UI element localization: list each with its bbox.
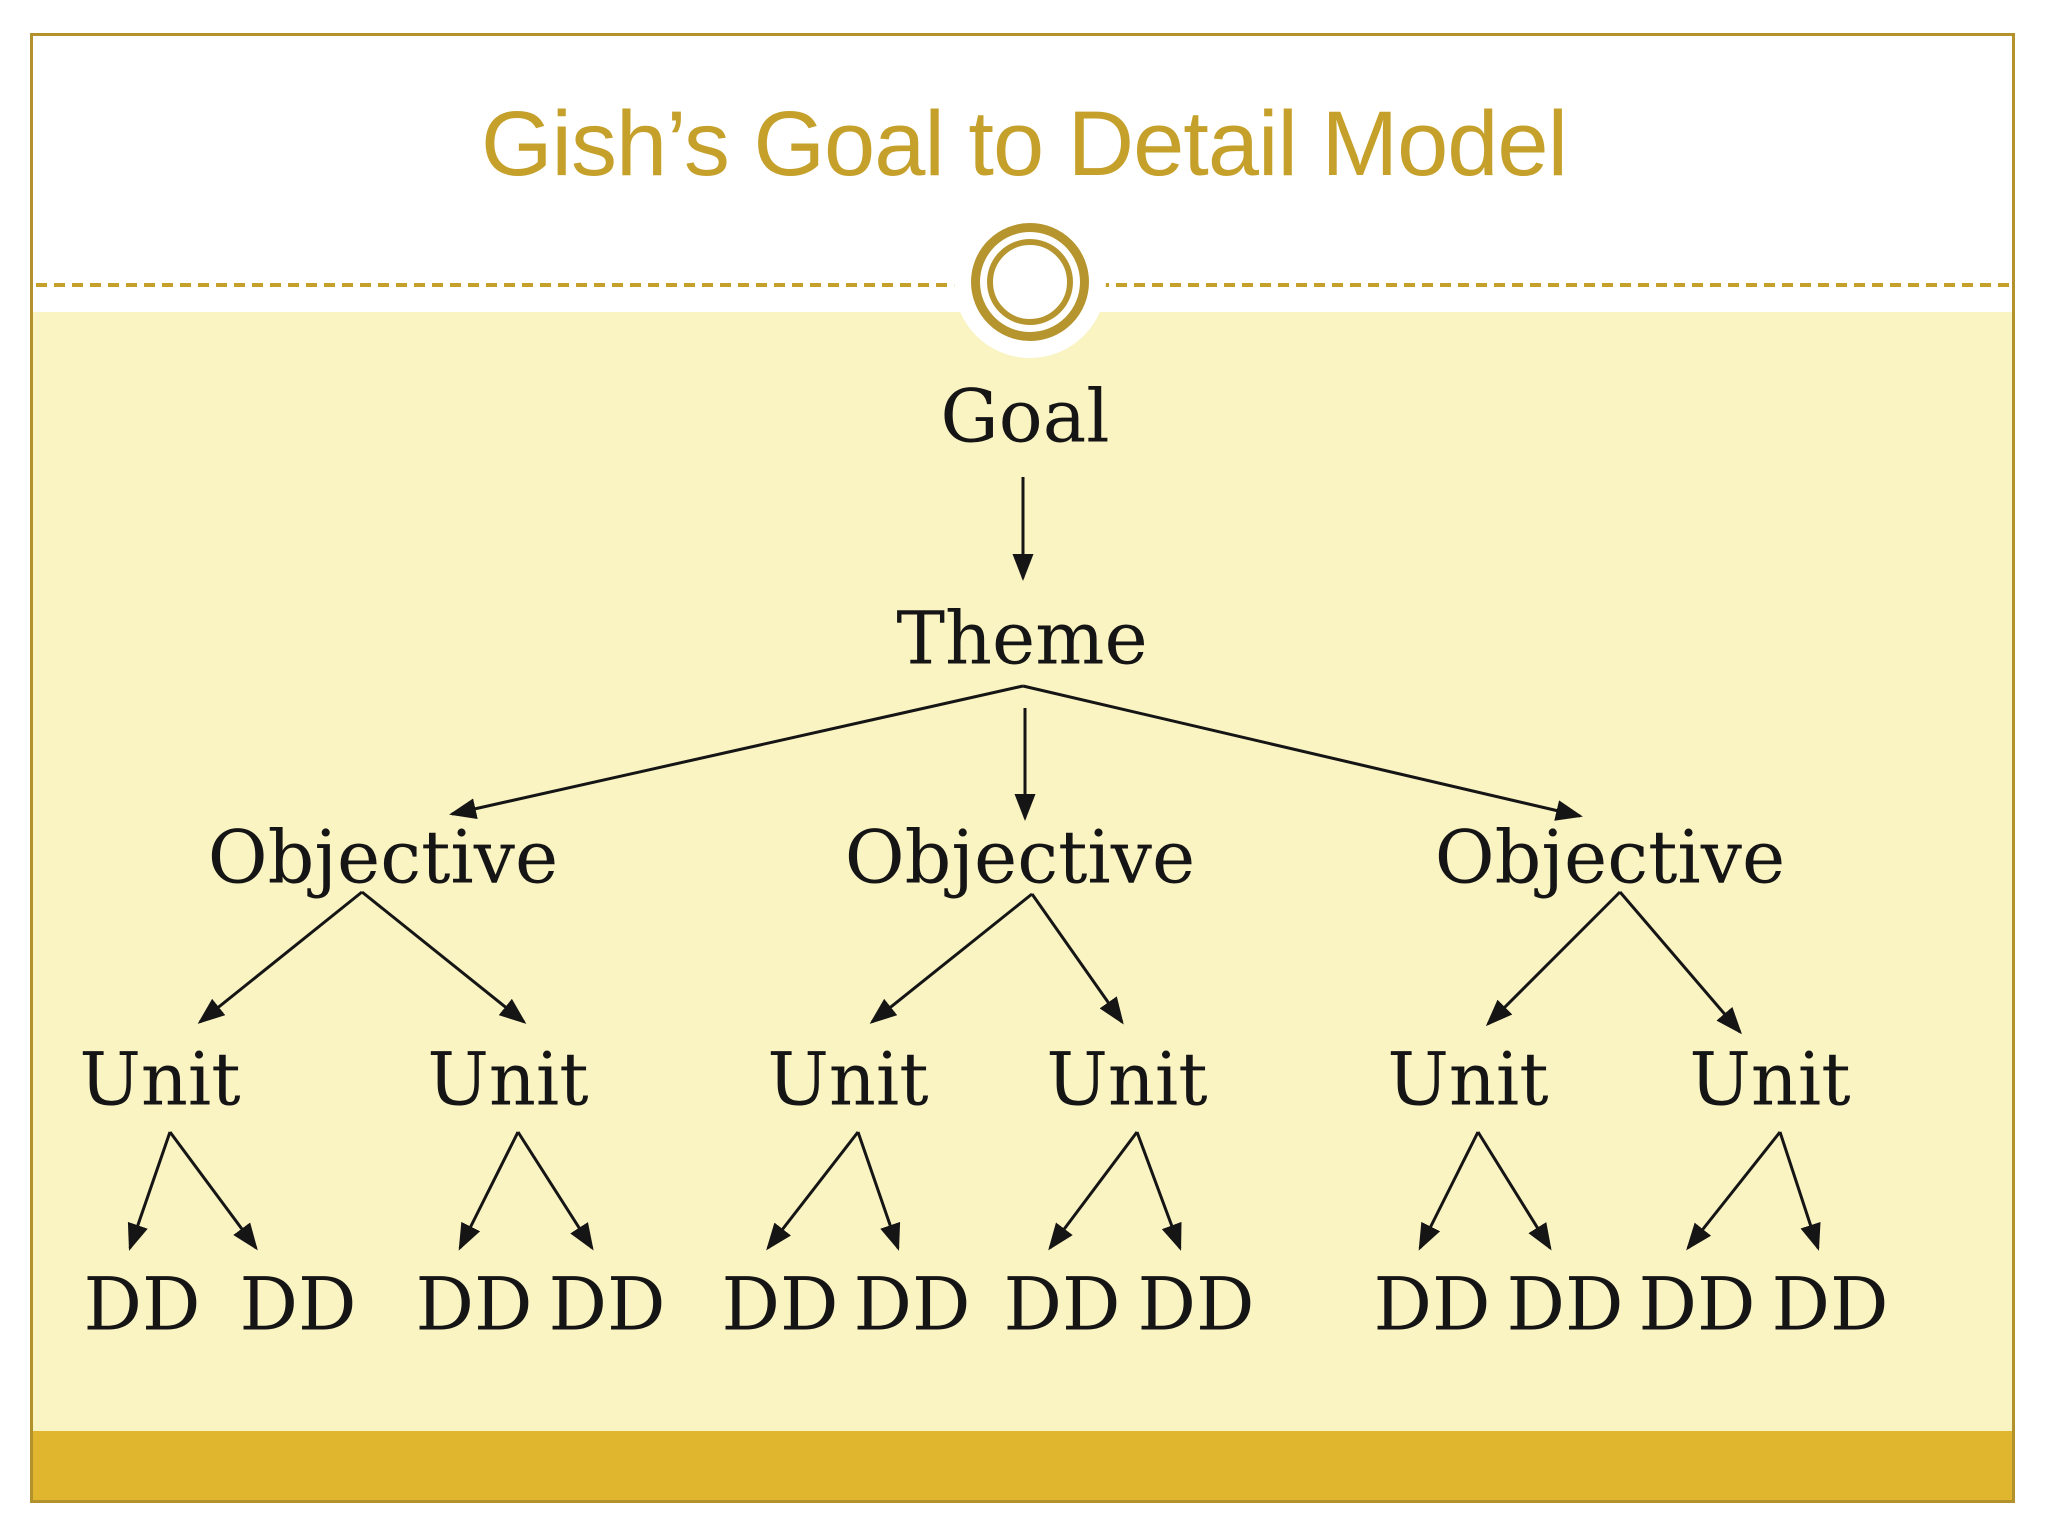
- node-dd-8: DD: [1137, 1262, 1255, 1348]
- double-ring-circle-inner-icon: [987, 239, 1073, 325]
- arrow-unit5-dd10: [1476, 1131, 1552, 1251]
- node-dd-11: DD: [1638, 1262, 1756, 1348]
- node-dd-10: DD: [1506, 1262, 1624, 1348]
- node-dd-6: DD: [853, 1262, 971, 1348]
- node-objective-1: Objective: [207, 815, 559, 901]
- node-dd-9: DD: [1373, 1262, 1491, 1348]
- node-dd-12: DD: [1771, 1262, 1889, 1348]
- arrow-unit2-dd3: [458, 1131, 520, 1251]
- node-objective-2: Objective: [844, 815, 1196, 901]
- double-ring-circle-icon: [971, 223, 1089, 341]
- arrow-objective1-unit2: [361, 890, 527, 1024]
- arrow-unit6-dd12: [1778, 1131, 1821, 1251]
- arrow-unit1-dd1: [127, 1131, 172, 1251]
- node-dd-3: DD: [415, 1262, 533, 1348]
- arrow-unit1-dd2: [168, 1131, 258, 1251]
- arrow-unit6-dd11: [1686, 1131, 1782, 1251]
- arrow-objective3-unit6: [1618, 891, 1742, 1035]
- slide-title: Gish’s Goal to Detail Model: [480, 93, 1568, 195]
- arrow-unit3-dd6: [856, 1131, 901, 1251]
- node-unit-5: Unit: [1387, 1037, 1549, 1123]
- node-unit-1: Unit: [79, 1037, 241, 1123]
- node-dd-1: DD: [83, 1262, 201, 1348]
- arrow-objective1-unit1: [197, 890, 363, 1024]
- arrow-unit4-dd7: [1048, 1131, 1139, 1251]
- node-dd-7: DD: [1003, 1262, 1121, 1348]
- arrow-theme-objective-1: [449, 684, 1024, 819]
- arrow-objective3-unit5: [1485, 890, 1622, 1027]
- node-unit-4: Unit: [1046, 1037, 1208, 1123]
- node-objective-3: Objective: [1434, 815, 1786, 901]
- node-goal: Goal: [940, 374, 1110, 460]
- node-dd-2: DD: [239, 1262, 357, 1348]
- node-dd-5: DD: [721, 1262, 839, 1348]
- node-dd-4: DD: [548, 1262, 666, 1348]
- arrow-theme-objective-3: [1022, 684, 1583, 821]
- arrow-unit2-dd4: [516, 1131, 594, 1251]
- node-unit-2: Unit: [427, 1037, 589, 1123]
- arrow-objective2-unit4: [1030, 893, 1124, 1025]
- arrow-unit3-dd5: [766, 1131, 860, 1251]
- node-theme: Theme: [896, 596, 1148, 682]
- arrow-objective2-unit3: [869, 892, 1033, 1024]
- bottom-accent-bar: [33, 1431, 2012, 1500]
- arrow-unit5-dd9: [1418, 1131, 1480, 1251]
- node-unit-3: Unit: [767, 1037, 929, 1123]
- arrow-unit4-dd8: [1135, 1131, 1182, 1251]
- node-unit-6: Unit: [1689, 1037, 1851, 1123]
